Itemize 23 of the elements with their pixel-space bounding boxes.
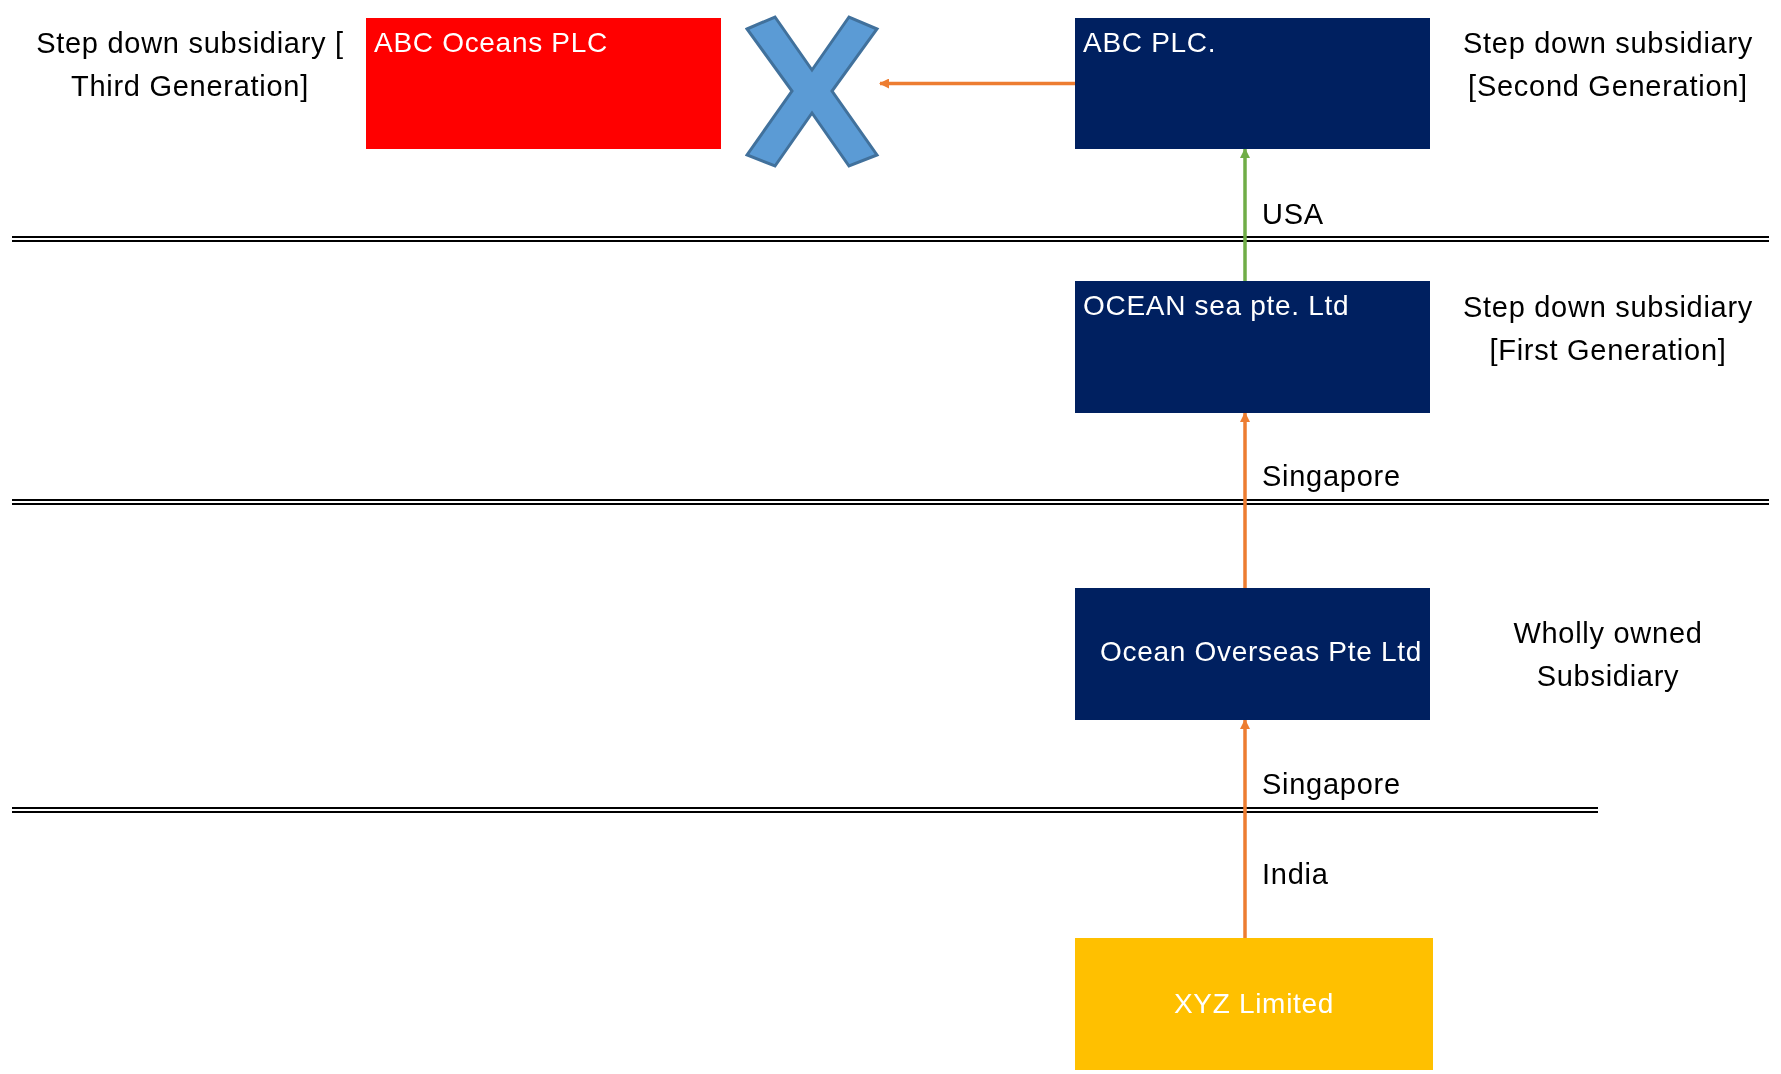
side-note: Step down subsidiary [First Generation] — [1461, 290, 1755, 368]
company-box — [1075, 281, 1430, 413]
side-note: Step down subsidiary [ Third Generation] — [35, 26, 345, 104]
company-box — [1075, 588, 1430, 720]
arrow — [879, 78, 1075, 89]
arrow — [1240, 148, 1250, 281]
company-name: XYZ Limited — [1173, 987, 1335, 1021]
arrow — [1240, 719, 1250, 938]
company-box — [1075, 938, 1433, 1070]
arrow — [1240, 412, 1250, 588]
company-box — [1075, 18, 1430, 149]
company-name: OCEAN sea pte. Ltd — [1083, 289, 1350, 323]
country-label: Singapore — [1262, 459, 1401, 494]
side-note: Wholly owned Subsidiary — [1512, 616, 1704, 694]
company-name: ABC PLC. — [1083, 26, 1217, 60]
company-name: ABC Oceans PLC — [374, 26, 608, 60]
side-note: Step down subsidiary [Second Generation] — [1461, 26, 1755, 104]
country-label: India — [1262, 857, 1329, 892]
country-label: Singapore — [1262, 767, 1401, 802]
country-label: USA — [1262, 197, 1324, 232]
company-box — [366, 18, 721, 149]
company-name: Ocean Overseas Pte Ltd — [1100, 635, 1422, 669]
cross-mark — [745, 15, 880, 168]
